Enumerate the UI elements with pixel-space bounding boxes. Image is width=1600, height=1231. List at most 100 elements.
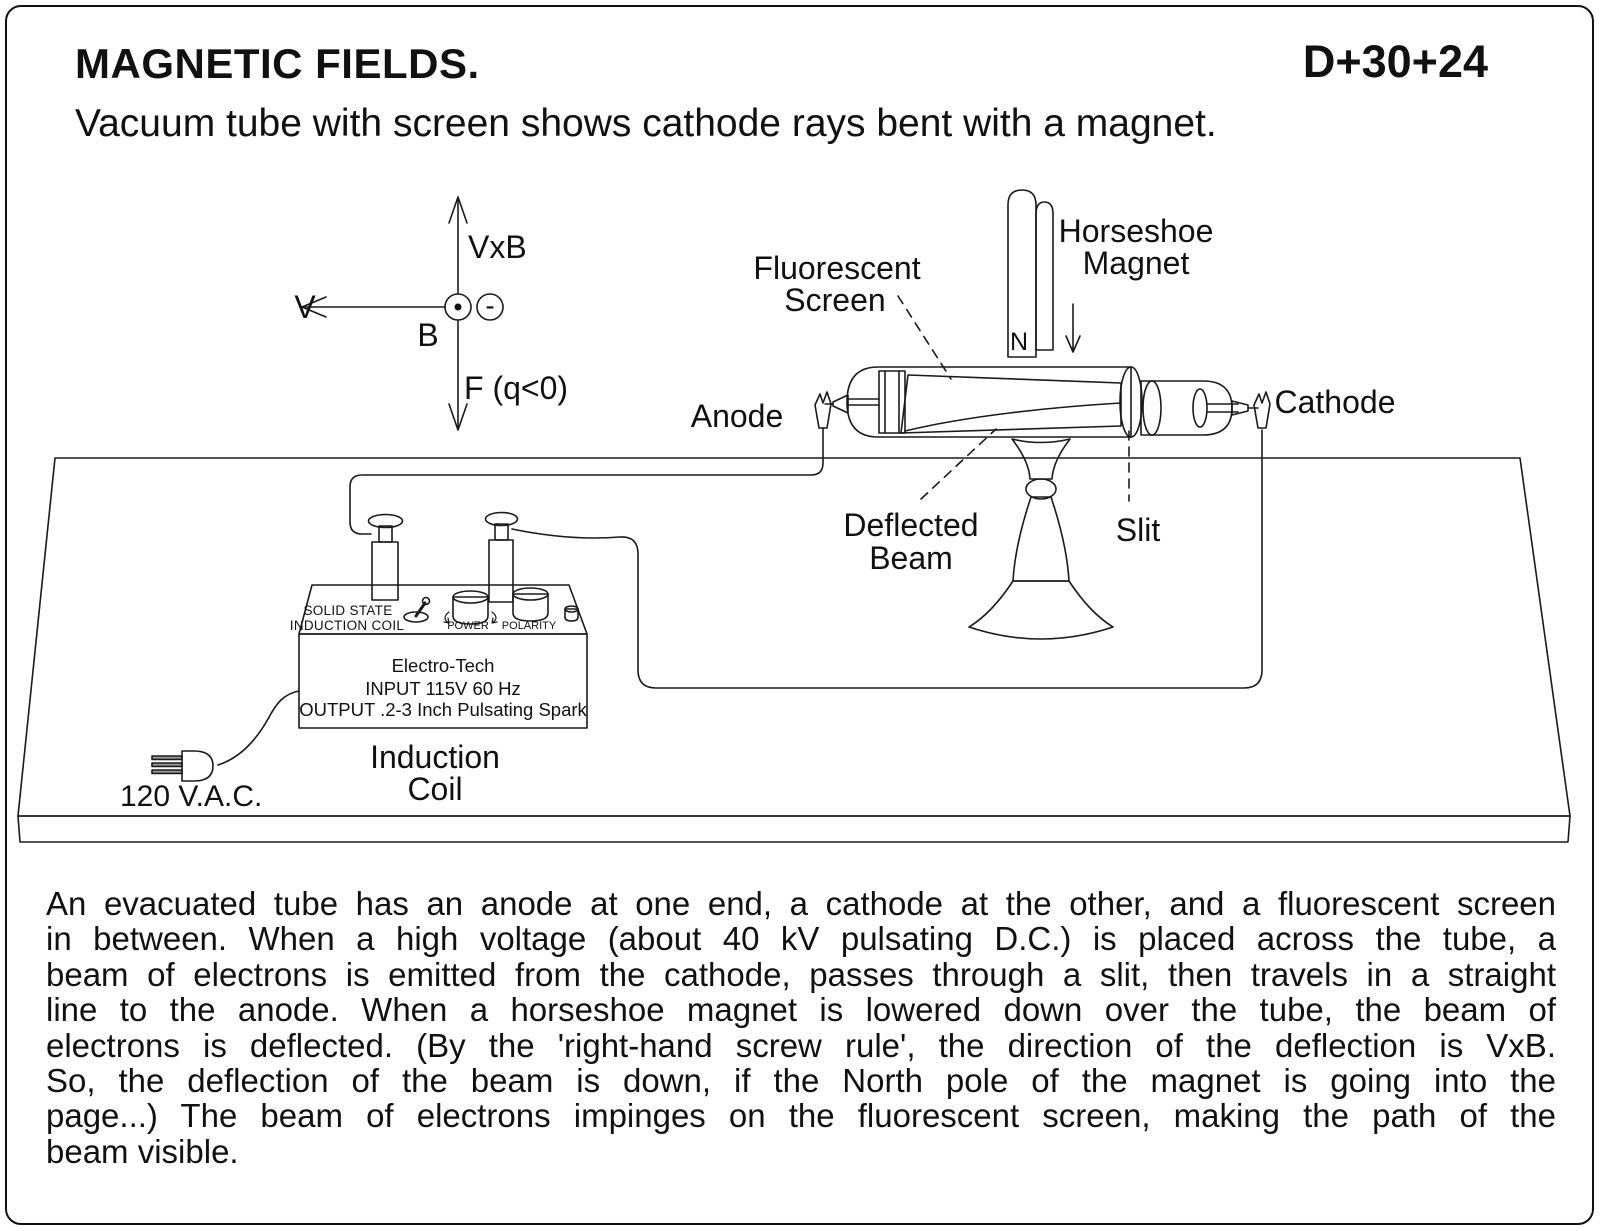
- left-terminal: [367, 513, 404, 601]
- cathode-electrode: [1192, 388, 1239, 428]
- vxb-arrowhead: [448, 196, 468, 224]
- knob-arrow-right: [491, 611, 498, 624]
- plug-prong: [151, 762, 183, 768]
- electron-icon: [476, 293, 504, 321]
- cathode-label: Cathode: [1275, 384, 1396, 420]
- horseshoe-magnet-label-line1: Horseshoe: [1059, 213, 1214, 249]
- horseshoe-magnet-label-line2: Magnet: [1083, 245, 1190, 281]
- description-line: beam of electrons is emitted from the ca…: [46, 955, 1556, 993]
- deflected-beam-label-line1: Deflected: [843, 507, 978, 543]
- toggle-lever: [414, 601, 427, 618]
- plug-prong: [151, 755, 183, 761]
- box-top-label-line2: INDUCTION COIL: [290, 618, 405, 633]
- button-top: [564, 605, 579, 613]
- terminal-post: [371, 541, 399, 601]
- vacuum-tube: [814, 366, 1271, 438]
- b-field-label: B: [417, 317, 438, 353]
- power-plug: [151, 750, 214, 782]
- page-title: MAGNETIC FIELDS.: [75, 40, 480, 87]
- b-field-out-of-page-icon: [444, 293, 472, 321]
- box-front-face: [298, 633, 588, 729]
- plug-body: [181, 750, 214, 782]
- power-cord: [217, 690, 300, 766]
- induction-coil-caption-line1: Induction: [370, 739, 500, 775]
- deflected-beam-trace: [904, 402, 1122, 432]
- fluorescent-screen-leader: [897, 295, 952, 380]
- wiring: [217, 427, 1263, 766]
- cathode-section: [1140, 380, 1233, 436]
- toggle-base: [403, 611, 429, 623]
- power-knob-label: POWER: [447, 620, 489, 632]
- box-top-label-line1: SOLID STATE: [303, 603, 392, 618]
- cathode-pin: [1231, 400, 1249, 416]
- fluorescent-screen-label-line1: Fluorescent: [753, 250, 920, 286]
- electron-charge-symbol: -: [485, 290, 494, 321]
- slit-disc: [1142, 380, 1162, 436]
- box-output-label: OUTPUT .2-3 Inch Pulsating Spark: [299, 699, 587, 720]
- vector-diagram: - VxB V B F (q<0): [294, 196, 568, 431]
- screen-end-cap: [1119, 366, 1143, 438]
- cathode-disc: [1192, 388, 1208, 428]
- table: [17, 457, 1571, 843]
- induction-coil-caption-line2: Coil: [407, 771, 462, 807]
- induction-coil-box: SOLID STATE INDUCTION COIL POWER POLARIT…: [290, 511, 588, 729]
- small-button[interactable]: [564, 605, 579, 622]
- description-line: electrons is deflected. (By the 'right-h…: [46, 1026, 1556, 1064]
- table-front-edge: [17, 815, 1571, 843]
- deflected-beam-label-line2: Beam: [869, 540, 953, 576]
- terminal-post: [488, 539, 514, 603]
- anode-wire: [349, 427, 824, 535]
- slit-label: Slit: [1116, 512, 1161, 548]
- toggle-tip: [421, 596, 431, 606]
- cathode-wire: [511, 429, 1263, 689]
- deflected-beam-leader: [920, 428, 997, 500]
- knob-top: [452, 590, 489, 604]
- fluorescent-screen: [900, 374, 1122, 434]
- description-line: line to the anode. When a horseshoe magn…: [46, 991, 1556, 1029]
- stand-goblet: [1012, 496, 1070, 582]
- toggle-switch[interactable]: [403, 596, 431, 623]
- force-label: F (q<0): [464, 370, 568, 406]
- magnet-lowering-arrow: [1065, 303, 1081, 353]
- description-line: in between. When a high voltage (about 4…: [46, 920, 1556, 958]
- fluorescent-screen-label-line2: Screen: [784, 282, 885, 318]
- table-top: [17, 457, 1571, 817]
- power-knob[interactable]: [443, 590, 498, 625]
- plug-prong: [151, 769, 183, 775]
- description-line: page...) The beam of electrons impinges …: [46, 1097, 1556, 1135]
- magnet-front-leg: [1007, 189, 1037, 358]
- box-brand-label: Electro-Tech: [392, 655, 495, 676]
- terminal-cap: [367, 513, 404, 529]
- anode-label: Anode: [691, 398, 784, 434]
- force-arrowhead: [448, 403, 468, 431]
- demo-code: D+30+24: [1302, 36, 1488, 87]
- terminal-stem: [494, 523, 509, 541]
- b-field-dot: [454, 303, 462, 311]
- horseshoe-magnet: N: [1007, 189, 1081, 358]
- velocity-label: V: [294, 289, 316, 325]
- magnet-back-leg: [1035, 201, 1054, 351]
- stand-ring: [1025, 478, 1057, 500]
- polarity-knob-label: POLARITY: [502, 620, 557, 632]
- box-input-label: INPUT 115V 60 Hz: [365, 678, 521, 699]
- terminal-cap: [484, 511, 519, 527]
- polarity-knob[interactable]: [512, 587, 549, 622]
- knob-body: [452, 596, 489, 625]
- anode-pin: [832, 394, 849, 414]
- leader-lines: [897, 295, 1130, 502]
- stand-base-cone: [968, 580, 1114, 640]
- description-line: So, the deflection of the beam is down, …: [46, 1062, 1556, 1100]
- cathode-clip: [1253, 391, 1271, 429]
- tube-stand: [968, 438, 1114, 640]
- stand-neck: [1011, 438, 1071, 480]
- anode-frame: [878, 370, 906, 434]
- page-subtitle: Vacuum tube with screen shows cathode ra…: [75, 102, 1217, 145]
- velocity-arrowhead: [301, 296, 327, 318]
- magnet-north-pole-label: N: [1010, 328, 1028, 356]
- knob-top: [512, 587, 549, 601]
- terminal-stem: [378, 525, 393, 543]
- power-source-label: 120 V.A.C.: [120, 780, 262, 813]
- knob-arrow-left: [443, 611, 450, 624]
- right-terminal: [484, 511, 519, 603]
